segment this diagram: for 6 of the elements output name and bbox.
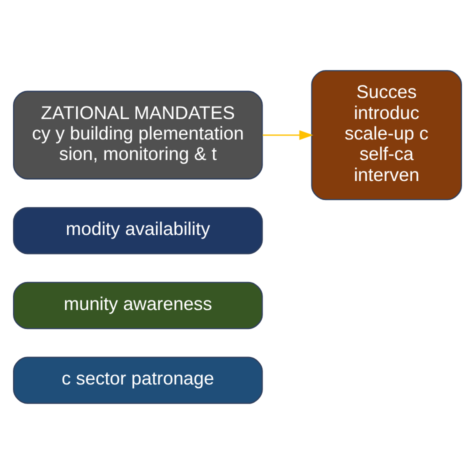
arrow <box>262 130 313 140</box>
node-box: munity awareness <box>12 282 262 330</box>
node-box: modity availability <box>12 207 262 254</box>
node-box: Succes introduc scale-up c self-ca interven <box>310 70 462 200</box>
node-box: c sector patronage <box>12 356 262 404</box>
node-box: ZATIONAL MANDATES cy y building plementation sion, monitoring & t <box>12 90 262 180</box>
